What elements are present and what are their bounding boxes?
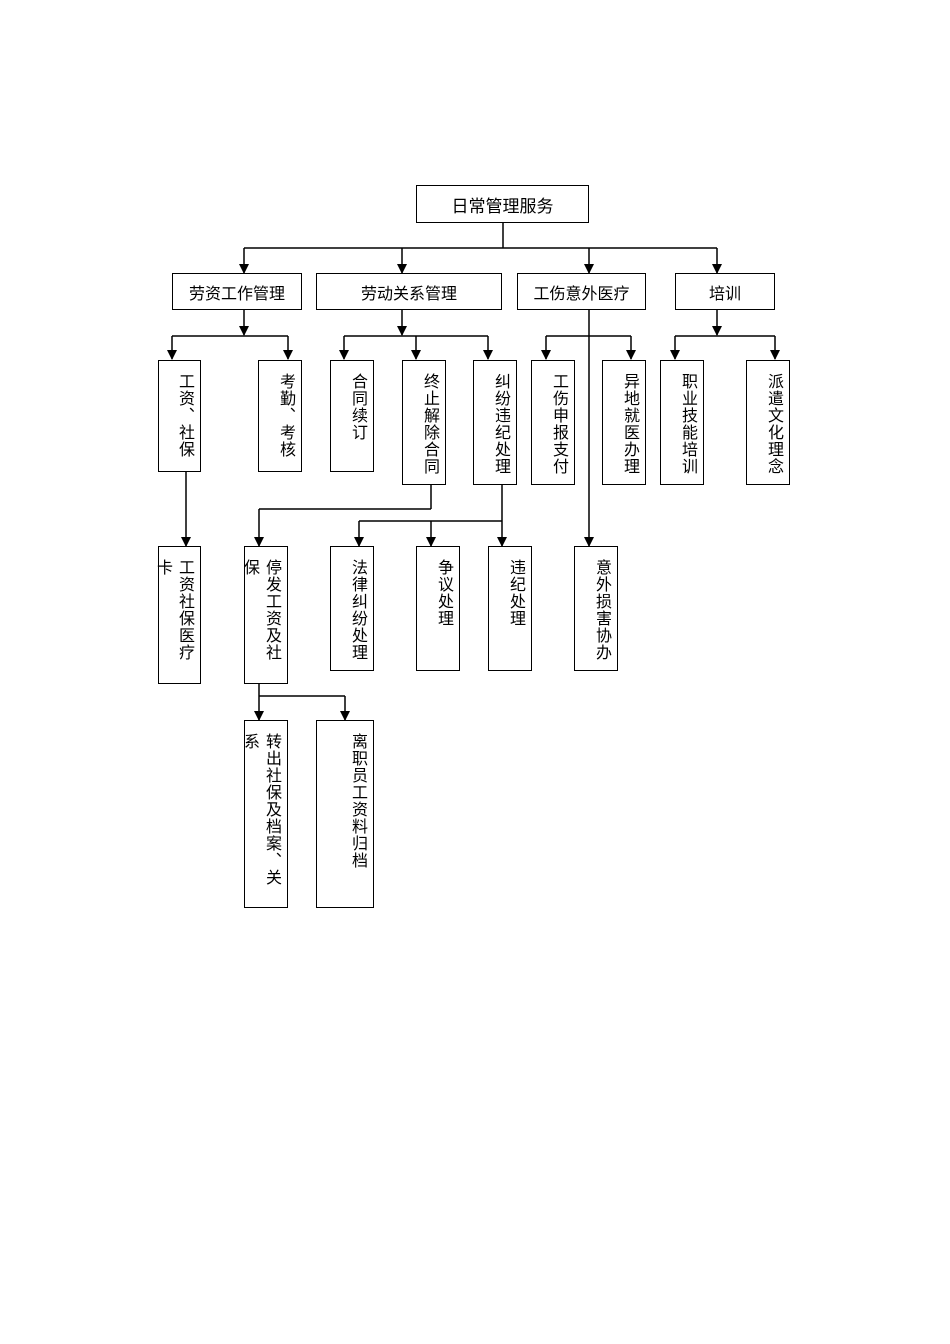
node-offsite-medical: 异地就医办理 [602,360,646,485]
node-labor-wage-management: 劳资工作管理 [172,273,302,310]
node-salary-social-security: 工资、社保 [158,360,201,472]
node-terminate-contract: 终止解除合同 [402,360,446,485]
node-transfer-out-social-archive: 转出社保及档案、关系 [241,720,288,908]
node-resigned-employee-archive: 离职员工资料归档 [316,720,374,908]
node-labor-relations-management: 劳动关系管理 [316,273,502,310]
node-dispute-discipline: 纠纷违纪处理 [473,360,517,485]
node-salary-medical-card: 工资社保医疗卡 [154,546,201,684]
node-discipline-handling: 违纪处理 [488,546,532,671]
node-injury-accident-medical: 工伤意外医疗 [517,273,646,310]
node-accident-assist: 意外损害协办 [574,546,618,671]
node-dispatch-culture: 派遣文化理念 [746,360,790,485]
node-dispute-handling: 争议处理 [416,546,460,671]
node-stop-pay-social: 停发工资及社保 [241,546,288,684]
node-legal-dispute: 法律纠纷处理 [330,546,374,671]
node-attendance-assessment: 考勤、考核 [258,360,302,472]
node-skills-training: 职业技能培训 [660,360,704,485]
node-root: 日常管理服务 [416,185,589,223]
node-training: 培训 [675,273,775,310]
node-contract-renewal: 合同续订 [330,360,374,472]
node-injury-report-payment: 工伤申报支付 [531,360,575,485]
